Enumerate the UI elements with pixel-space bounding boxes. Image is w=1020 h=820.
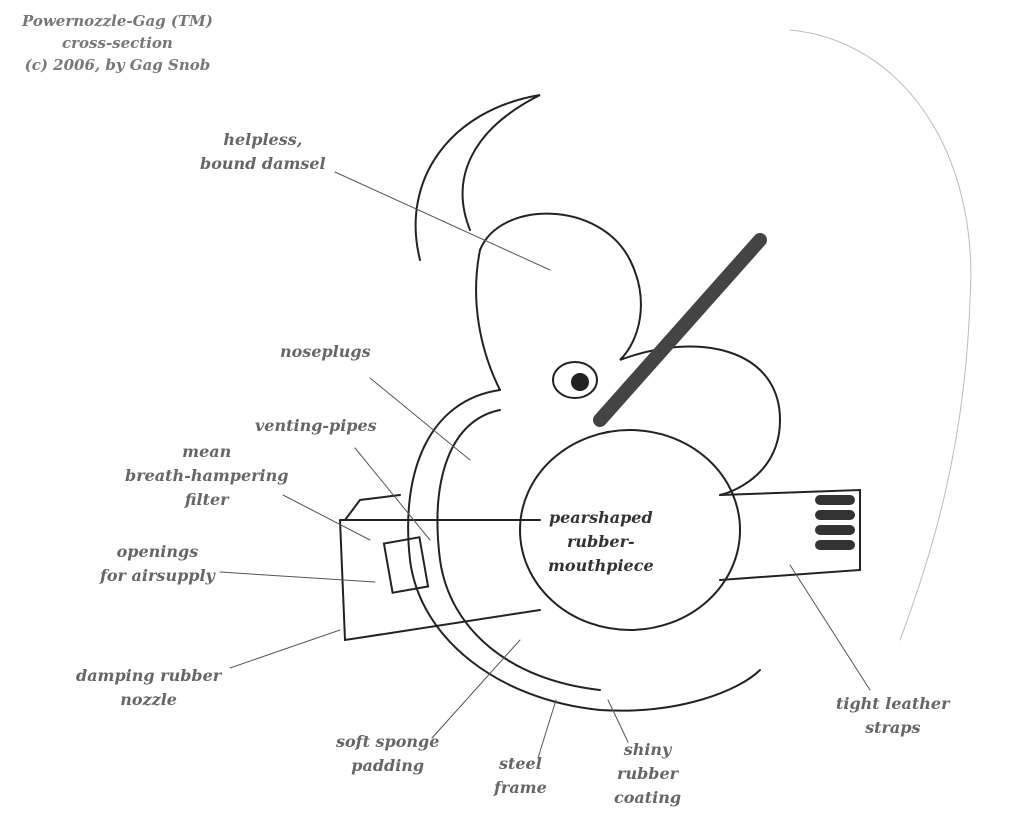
- leader-damsel: [334, 171, 551, 271]
- strap-shading: [815, 495, 855, 550]
- label-line: breath-hampering: [125, 466, 289, 485]
- label-line: filter: [184, 490, 229, 509]
- label-line: openings: [116, 542, 199, 561]
- label-venting-pipes: venting-pipes: [255, 414, 377, 438]
- label-line: padding: [351, 756, 425, 775]
- label-line: soft sponge: [336, 732, 440, 751]
- forehead-line: [475, 249, 501, 391]
- head-outline: [479, 212, 782, 496]
- label-filter: mean breath-hampering filter: [125, 440, 288, 512]
- leader-sponge: [431, 639, 521, 739]
- leader-noseplugs: [369, 377, 471, 461]
- label-coating: shiny rubber coating: [614, 738, 681, 810]
- mouthpiece-shape: [519, 429, 741, 631]
- label-straps: tight leather straps: [836, 692, 950, 740]
- title-line: Powernozzle-Gag (TM): [22, 12, 213, 30]
- label-line: venting-pipes: [255, 416, 377, 435]
- subtitle-line: cross-section: [62, 34, 173, 52]
- mask-inner: [436, 409, 601, 691]
- leader-straps: [789, 564, 871, 691]
- hair-outline: [414, 94, 541, 261]
- label-noseplugs: noseplugs: [280, 340, 371, 364]
- hair-sketch: [789, 29, 972, 641]
- label-line: tight leather: [836, 694, 950, 713]
- leader-filter: [282, 494, 371, 541]
- leader-openings: [219, 571, 376, 583]
- copyright-line: (c) 2006, by Gag Snob: [24, 56, 211, 74]
- label-line: coating: [614, 788, 682, 807]
- label-line: straps: [865, 718, 921, 737]
- label-line: rubber-: [566, 532, 635, 551]
- label-damsel: helpless, bound damsel: [200, 128, 326, 176]
- nozzle-shape: [339, 494, 541, 642]
- leader-frame: [537, 699, 557, 759]
- leader-nozzle: [229, 629, 341, 669]
- eye: [552, 361, 598, 399]
- diagram-title: Powernozzle-Gag (TM) cross-section (c) 2…: [22, 10, 213, 76]
- label-nozzle: damping rubber nozzle: [76, 664, 221, 712]
- label-line: rubber: [617, 764, 679, 783]
- leader-venting: [354, 447, 431, 541]
- label-line: pearshaped: [548, 508, 653, 527]
- side-strap: [719, 488, 861, 581]
- label-sponge: soft sponge padding: [336, 730, 439, 778]
- label-line: for airsupply: [100, 566, 215, 585]
- label-line: helpless,: [223, 130, 303, 149]
- label-openings: openings for airsupply: [100, 540, 215, 588]
- upper-strap: [593, 233, 767, 427]
- label-line: steel: [498, 754, 542, 773]
- label-line: mean: [182, 442, 232, 461]
- leader-coating: [607, 699, 629, 743]
- pupil: [571, 373, 589, 391]
- label-line: shiny: [623, 740, 672, 759]
- label-line: mouthpiece: [548, 556, 654, 575]
- label-line: frame: [494, 778, 547, 797]
- label-frame: steel frame: [494, 752, 547, 800]
- label-line: bound damsel: [200, 154, 326, 173]
- mask-frame: [407, 389, 761, 712]
- label-line: noseplugs: [280, 342, 371, 361]
- label-line: damping rubber: [76, 666, 222, 685]
- filter-shape: [382, 536, 430, 594]
- label-line: nozzle: [120, 690, 177, 709]
- label-mouthpiece: pearshaped rubber- mouthpiece: [548, 506, 654, 578]
